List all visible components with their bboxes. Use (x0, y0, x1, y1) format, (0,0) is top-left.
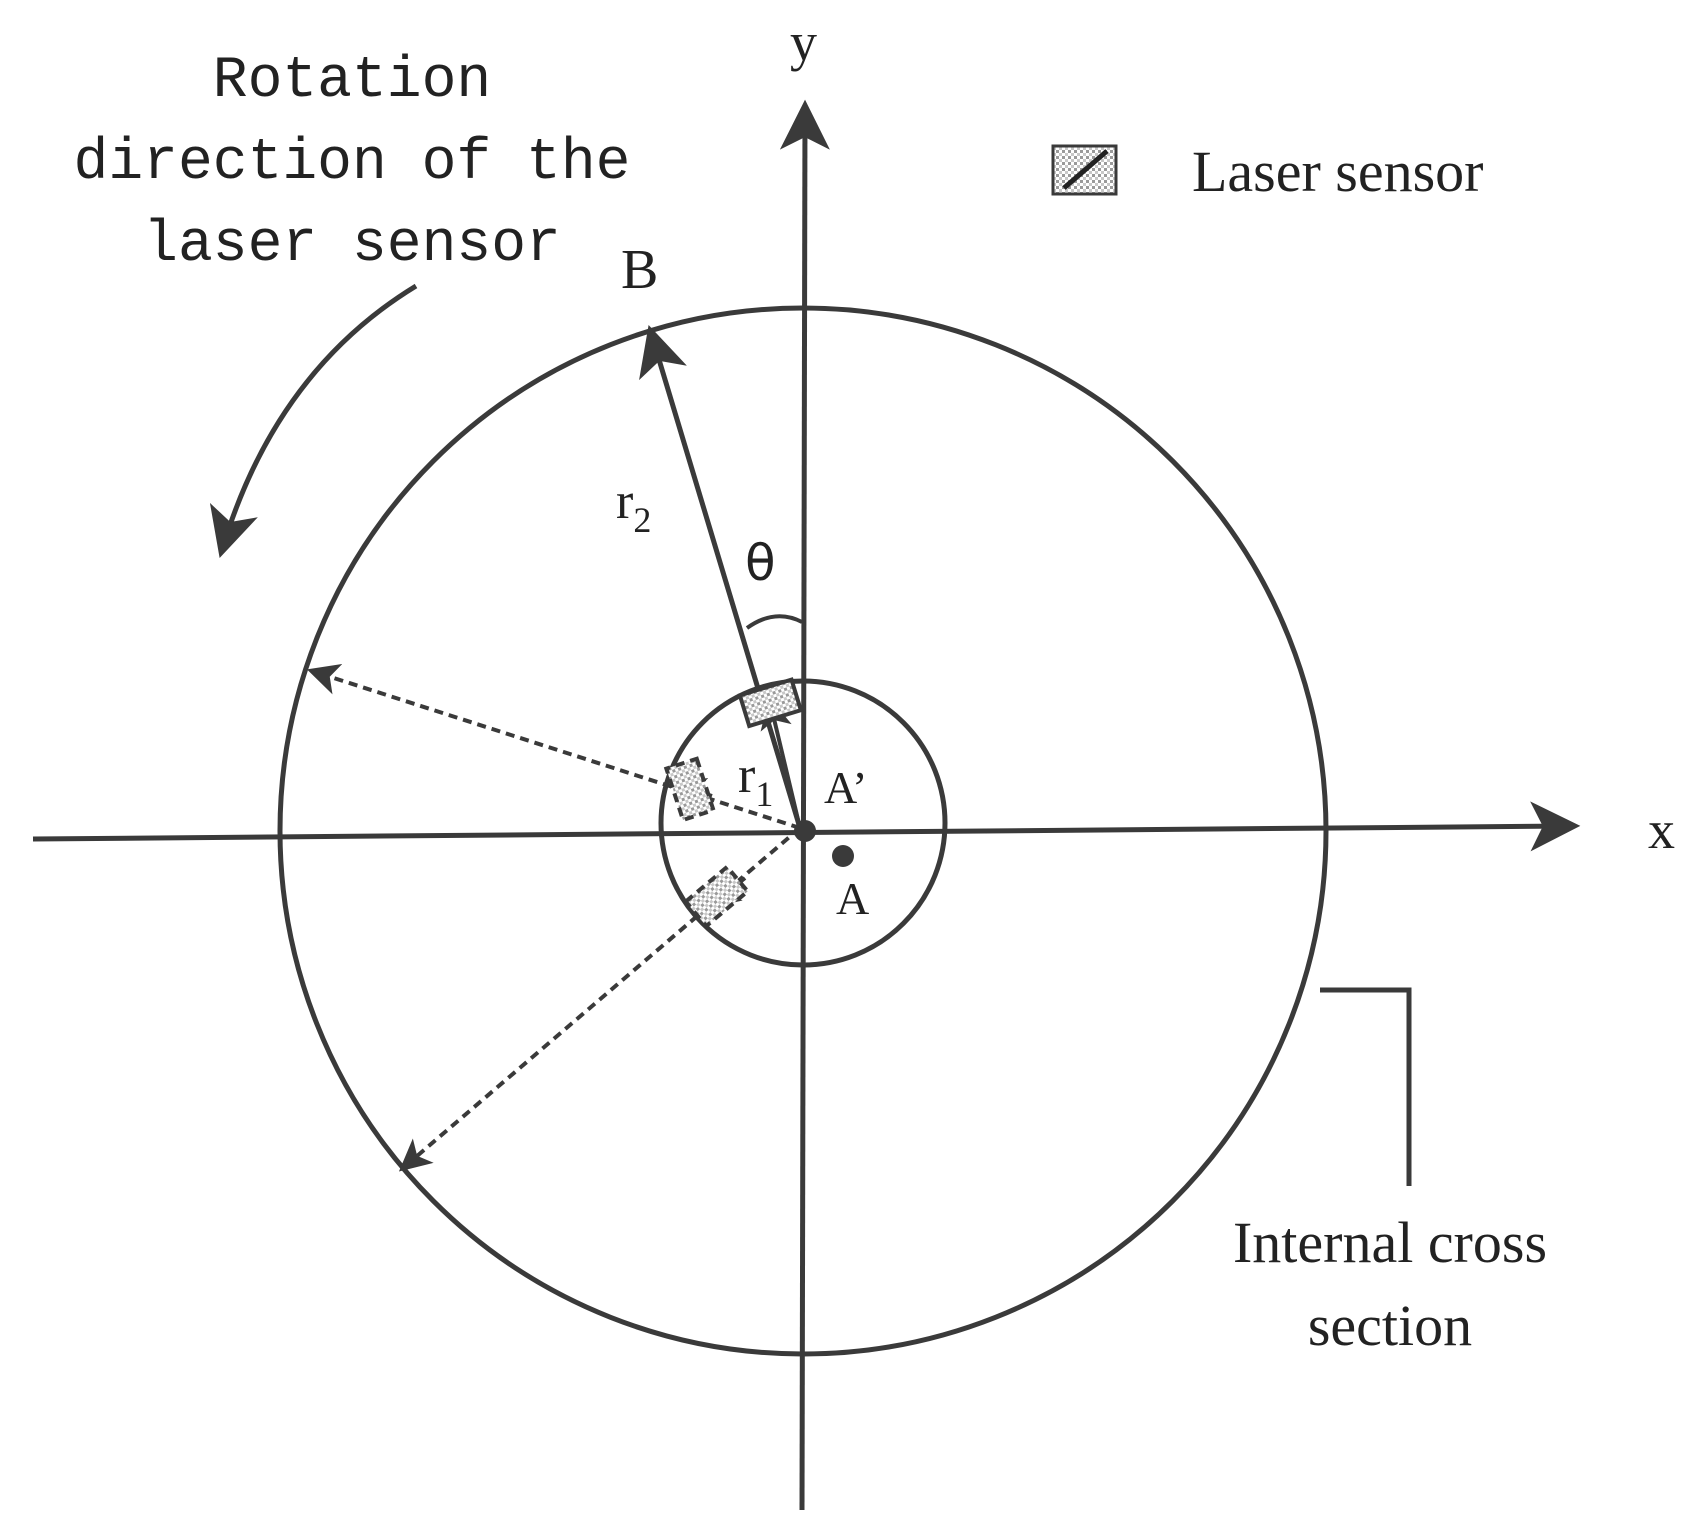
theta-symbol: θ (745, 534, 776, 592)
rotation-note-line2: direction of the (74, 131, 631, 196)
callout-label: Internal cross section (1233, 1210, 1547, 1358)
y-axis-line (779, 99, 830, 1511)
theta-label: θ (745, 534, 776, 592)
legend-label: Laser sensor (1192, 139, 1484, 204)
point-a-prime-dot (794, 820, 816, 842)
rotation-note-line3: laser sensor (143, 213, 561, 278)
sensor-left (663, 756, 716, 823)
dashed-ray-upper (306, 663, 801, 830)
axis-y-label: y (790, 12, 817, 72)
legend: Laser sensor (1051, 139, 1484, 204)
r2-letter: r (616, 473, 633, 530)
rotation-direction-arrow (209, 283, 418, 558)
rotation-note-line1: Rotation (213, 49, 491, 114)
r1-label: r1 (738, 747, 773, 814)
callout-line2: section (1308, 1293, 1472, 1358)
laser-sensor-left (663, 756, 716, 823)
symbol-labels: x y B A’ A θ r2 r1 (616, 12, 1675, 924)
point-a-label: A (836, 873, 869, 924)
point-a-prime-label: A’ (824, 762, 867, 813)
sensor-top (737, 677, 804, 729)
dashed-measure-left (306, 663, 802, 1172)
sensor-lower-left (682, 864, 751, 929)
rotation-note: Rotation direction of the laser sensor (74, 49, 631, 278)
callout-leader (1320, 987, 1412, 1186)
r1-subscript: 1 (755, 774, 773, 814)
cross-section-circles (277, 305, 1329, 1357)
r1-arrow (760, 696, 802, 829)
r2-arrow (639, 325, 803, 829)
r2-subscript: 2 (633, 500, 651, 540)
laser-sensor-icon-diagonal (1062, 149, 1109, 190)
point-b-label: B (621, 239, 658, 301)
callout-line1: Internal cross (1233, 1210, 1547, 1275)
rotation-arrow (209, 283, 418, 558)
dashed-ray-lower (398, 826, 802, 1172)
outer-circle (277, 305, 1329, 1357)
laser-sensor-top (737, 677, 804, 729)
point-a-dot (832, 845, 854, 867)
r1-letter: r (738, 747, 755, 804)
internal-cross-section-leader (1320, 987, 1412, 1186)
radius-r2 (639, 325, 803, 829)
laser-sensor-lower (682, 864, 751, 929)
theta-angle-arc (745, 614, 803, 630)
points (794, 820, 854, 867)
r2-label: r2 (616, 473, 651, 540)
axis-x-label: x (1648, 800, 1675, 860)
inner-circle (658, 678, 948, 968)
